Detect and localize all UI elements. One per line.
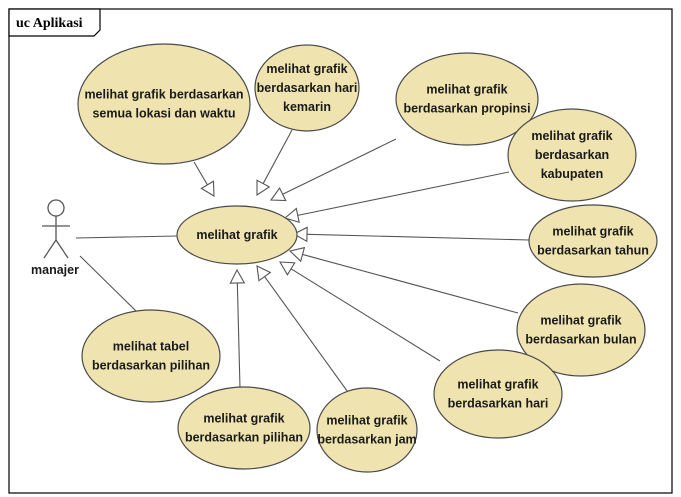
use-case-pilihan-ellipse [177, 386, 311, 470]
use-case-bulan-ellipse [516, 283, 646, 377]
use-case-tahun-ellipse [528, 204, 658, 278]
use-case-hari-kemarin-ellipse [254, 44, 360, 132]
actor-head-icon [47, 199, 65, 217]
use-case-pilihan-label-line: berdasarkan pilihan [185, 431, 303, 445]
use-case-hari-kemarin[interactable]: melihat grafik berdasarkan hari kemarin [254, 44, 360, 132]
actor-label: manajer [31, 263, 79, 277]
generalization-semua [193, 161, 215, 197]
use-case-bulan-label-line: berdasarkan bulan [525, 333, 636, 347]
use-case-propinsi-label-line: melihat grafik [426, 83, 507, 97]
use-case-tabel-label-line: berdasarkan pilihan [92, 359, 210, 373]
generalization-propinsi [269, 138, 397, 202]
use-case-semua-label-line: melihat grafik berdasarkan [84, 88, 243, 102]
use-case-semua-ellipse [77, 43, 251, 165]
generalization-arrowhead-icon [269, 186, 287, 202]
generalization-arrowhead-icon [279, 261, 296, 276]
actor-right-leg [55, 239, 69, 259]
use-case-melihat-grafik[interactable]: melihat grafik [176, 205, 298, 265]
generalization-arrowhead-icon [288, 246, 306, 263]
use-case-semua[interactable]: melihat grafik berdasarkan semua lokasi d… [77, 43, 251, 165]
association-lines [75, 235, 179, 313]
use-case-pilihan[interactable]: melihat grafik berdasarkan pilihan [177, 386, 311, 470]
generalization-jam [256, 265, 351, 396]
generalization-arrowhead-icon [256, 179, 271, 197]
frame-title-tab [8, 8, 101, 37]
use-case-tahun[interactable]: melihat grafik berdasarkan tahun [528, 204, 658, 278]
use-case-jam-label-line: berdasarkan jam [317, 433, 416, 447]
use-case-tabel-label-line: melihat tabel [113, 340, 189, 354]
generalization-tahun [292, 226, 530, 243]
use-case-kabupaten-label-line: kabupaten [541, 167, 604, 181]
actor-manajer[interactable]: manajer [31, 199, 79, 277]
generalization-hari [279, 261, 441, 362]
generalization-arrowhead-icon [283, 207, 300, 224]
use-cases: melihat grafik melihat grafik berdasarkan… [77, 43, 658, 473]
use-case-tabel[interactable]: melihat tabel berdasarkan pilihan [81, 309, 221, 403]
use-case-semua-label-line: semua lokasi dan waktu [92, 107, 235, 121]
generalization-arrowhead-icon [229, 268, 246, 284]
use-case-jam[interactable]: melihat grafik berdasarkan jam [316, 387, 418, 473]
use-case-hari-kemarin-label-line: melihat grafik [266, 62, 347, 76]
use-case-hari-label-line: melihat grafik [457, 378, 538, 392]
use-case-jam-label-line: melihat grafik [326, 414, 407, 428]
generalization-lines [193, 129, 530, 396]
use-case-hari-label-line: berdasarkan hari [448, 397, 549, 411]
use-case-bulan[interactable]: melihat grafik berdasarkan bulan [516, 283, 646, 377]
use-case-hari-ellipse [433, 349, 563, 439]
use-case-melihat-grafik-ellipse [176, 205, 298, 265]
use-case-propinsi[interactable]: melihat grafik berdasarkan propinsi [395, 52, 539, 146]
use-case-hari-kemarin-label-line: berdasarkan hari [257, 81, 358, 95]
generalization-hari-kemarin [256, 129, 293, 197]
generalization-kabupaten [283, 171, 510, 224]
generalization-arrowhead-icon [292, 226, 308, 243]
generalization-bulan [288, 246, 519, 314]
use-case-propinsi-label-line: berdasarkan propinsi [403, 102, 530, 116]
use-case-hari[interactable]: melihat grafik berdasarkan hari [433, 349, 563, 439]
diagram-title: uc Aplikasi [16, 16, 83, 31]
use-case-tahun-label-line: berdasarkan tahun [537, 244, 649, 258]
use-case-propinsi-ellipse [395, 52, 539, 146]
generalization-arrowhead-icon [256, 265, 272, 282]
use-case-kabupaten-label-line: berdasarkan [535, 148, 609, 162]
use-case-jam-ellipse [316, 387, 418, 473]
use-case-melihat-grafik-label-line: melihat grafik [196, 228, 277, 242]
use-case-kabupaten[interactable]: melihat grafik berdasarkan kabupaten [507, 108, 637, 202]
generalization-pilihan [229, 268, 246, 389]
generalization-arrowhead-icon [200, 180, 215, 197]
association-manajer-central [75, 235, 179, 239]
use-case-bulan-label-line: melihat grafik [540, 314, 621, 328]
use-case-kabupaten-ellipse [507, 108, 637, 202]
use-case-pilihan-label-line: melihat grafik [203, 412, 284, 426]
actor-left-leg [43, 239, 57, 259]
use-case-hari-kemarin-label-line: kemarin [283, 100, 331, 114]
use-case-tahun-label-line: melihat grafik [552, 225, 633, 239]
use-case-kabupaten-label-line: melihat grafik [531, 129, 612, 143]
association-manajer-tabel [79, 255, 138, 313]
use-case-tabel-ellipse [81, 309, 221, 403]
